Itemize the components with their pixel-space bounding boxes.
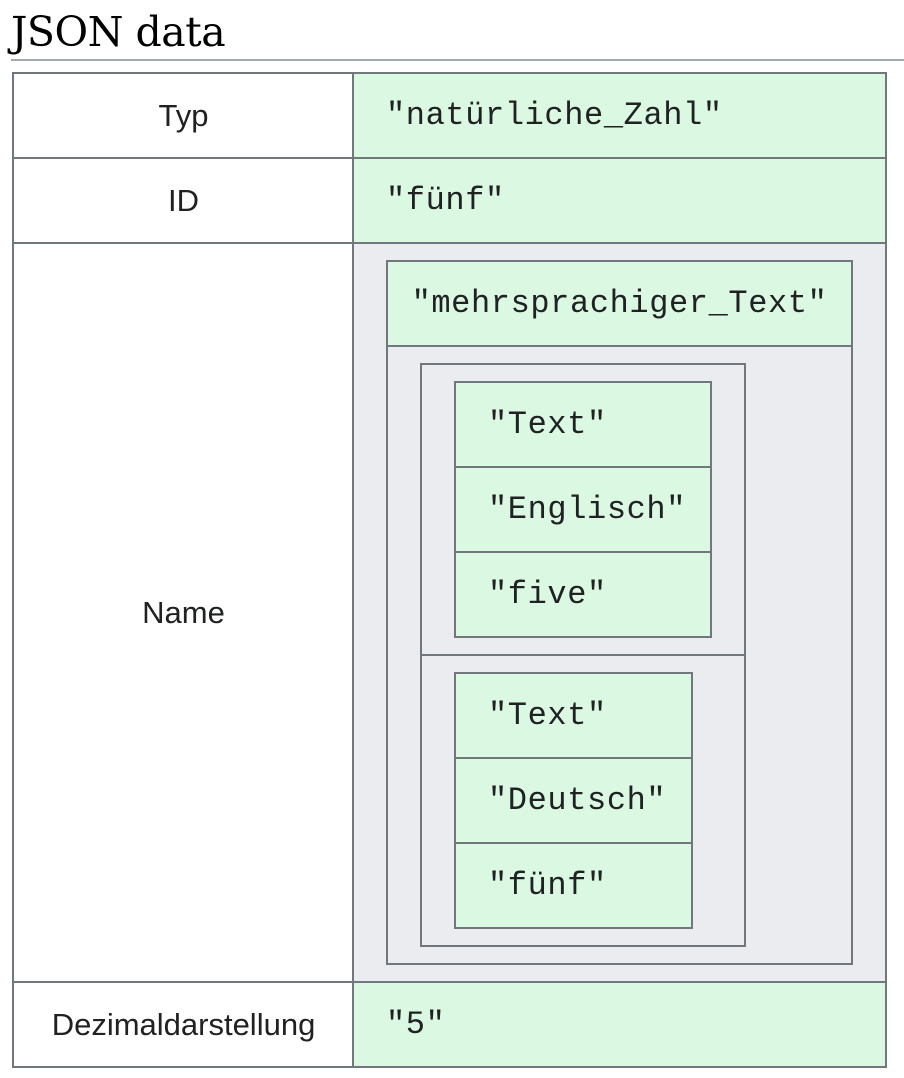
entry-german-type-text: "Text"	[488, 697, 607, 734]
entry-english-text-value: "five"	[488, 576, 607, 613]
entry-english-text: "five"	[454, 551, 712, 638]
multilingual-text-type: "mehrsprachiger_Text"	[386, 260, 853, 347]
section-heading: JSON data	[11, 6, 904, 61]
entry-german-language-text: "Deutsch"	[488, 782, 667, 819]
entry-german-text-value: "fünf"	[488, 867, 607, 904]
entry-english-language: "Englisch"	[454, 466, 712, 553]
key-typ-label: Typ	[158, 97, 209, 133]
value-typ: "natürliche_Zahl"	[352, 72, 887, 159]
entry-english-type: "Text"	[454, 381, 712, 468]
key-dezimaldarstellung-label: Dezimaldarstellung	[51, 1006, 316, 1042]
key-name: Name	[12, 242, 355, 984]
entry-german-text: "fünf"	[454, 842, 693, 929]
entry-german-type: "Text"	[454, 672, 693, 759]
value-dezimaldarstellung: "5"	[352, 981, 887, 1068]
key-typ: Typ	[12, 72, 355, 159]
key-id-label: ID	[168, 182, 199, 218]
entry-english-language-text: "Englisch"	[488, 491, 687, 528]
entry-english-type-text: "Text"	[488, 406, 607, 443]
key-name-label: Name	[142, 595, 225, 630]
value-typ-text: "natürliche_Zahl"	[386, 97, 723, 134]
entry-german-language: "Deutsch"	[454, 757, 693, 844]
value-id: "fünf"	[352, 157, 887, 244]
value-id-text: "fünf"	[386, 182, 505, 219]
multilingual-text-type-text: "mehrsprachiger_Text"	[411, 285, 828, 322]
value-dezimaldarstellung-text: "5"	[386, 1006, 446, 1043]
key-id: ID	[12, 157, 355, 244]
key-dezimaldarstellung: Dezimaldarstellung	[12, 981, 355, 1068]
